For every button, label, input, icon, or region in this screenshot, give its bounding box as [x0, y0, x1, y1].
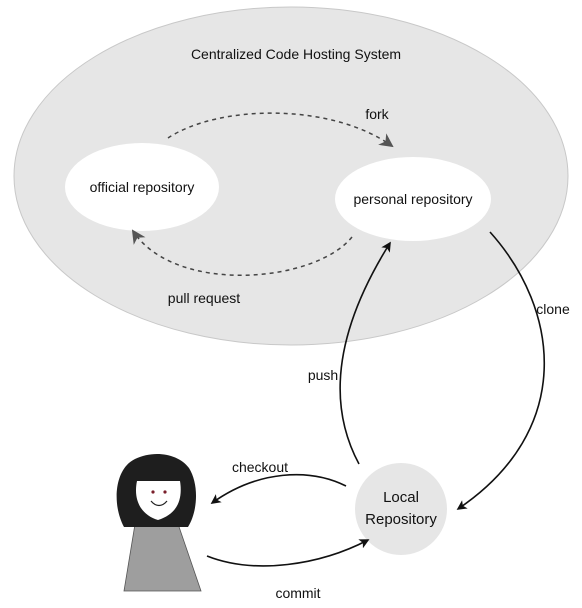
- push-arrow: [339, 241, 391, 465]
- person-right-eye: [163, 490, 167, 494]
- personal-repository-node: [335, 157, 491, 241]
- person-left-eye: [151, 490, 155, 494]
- personal-repository-label: personal repository: [353, 191, 472, 207]
- official-repository-node: [65, 143, 219, 231]
- local-repository-node: [355, 463, 447, 555]
- person-body: [123, 517, 202, 592]
- fork-arrow: [167, 112, 394, 148]
- pull-request-arrow: [131, 229, 353, 276]
- checkout-label: checkout: [232, 459, 288, 475]
- commit-label: commit: [275, 585, 320, 601]
- official-repository-label: official repository: [90, 179, 195, 195]
- hosting-system-title: Centralized Code Hosting System: [191, 46, 401, 62]
- push-label: push: [308, 367, 338, 383]
- fork-label: fork: [365, 106, 389, 122]
- person-icon: [116, 453, 202, 592]
- checkout-arrow: [210, 473, 347, 504]
- local-repository-label-line1: Local: [383, 489, 419, 506]
- person-smile: [150, 500, 168, 507]
- clone-arrow: [456, 231, 545, 510]
- local-repository-label-line2: Repository: [365, 511, 437, 528]
- pull-request-label: pull request: [168, 290, 240, 306]
- commit-arrow: [206, 539, 370, 567]
- clone-label: clone: [536, 301, 570, 317]
- person-face: [135, 481, 181, 520]
- hosting-system-cloud: [13, 6, 569, 346]
